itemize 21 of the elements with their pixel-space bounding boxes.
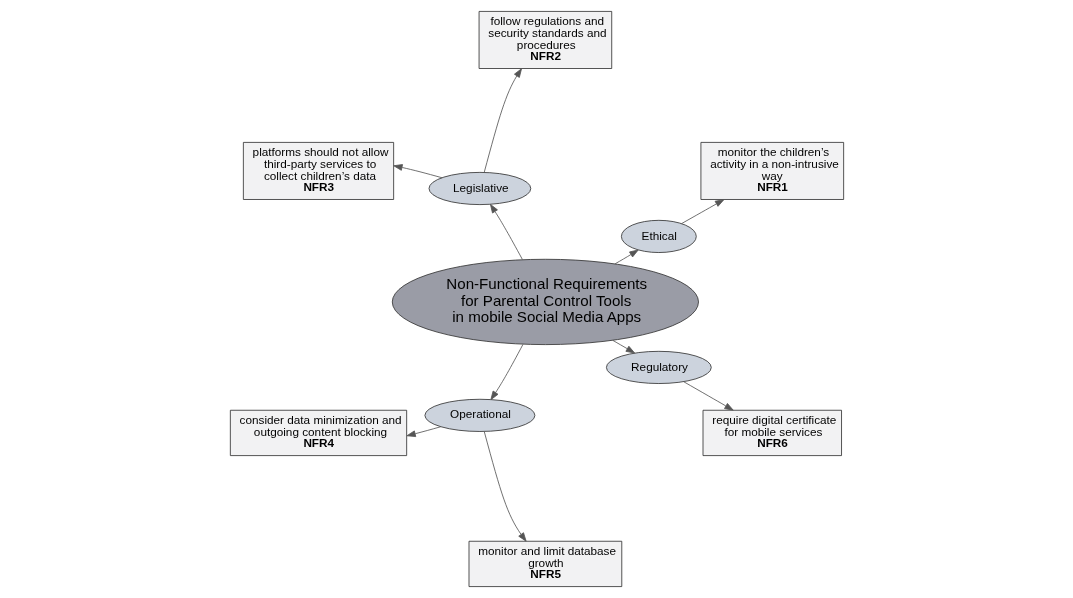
arrow xyxy=(489,203,523,260)
node-box: platforms should not allow third-party services to collect children’s data NFR3 xyxy=(242,142,394,200)
node-box: monitor the children’s activity in a non-intrusive way NFR1 xyxy=(700,142,844,200)
arrow xyxy=(483,68,522,173)
node-ellipse: Legislative xyxy=(428,171,531,205)
arrow xyxy=(483,431,527,542)
node-box: require digital certificate for mobile services NFR6 xyxy=(702,409,842,457)
arrow xyxy=(682,381,734,411)
node-ellipse: Ethical xyxy=(620,219,697,253)
arrow xyxy=(614,249,639,265)
arrow xyxy=(392,164,442,179)
node-box: consider data minimization and outgoing content blocking NFR4 xyxy=(229,409,407,457)
node-ellipse: Non-Functional Requirements for Parental Control Tools in mobile Social Media Apps xyxy=(391,258,699,346)
arrow xyxy=(489,343,523,401)
arrow xyxy=(680,199,724,224)
node-ellipse: Operational xyxy=(423,398,535,432)
arrow xyxy=(612,340,635,354)
arrow xyxy=(406,426,441,438)
node-box: follow regulations and security standards and procedures NFR2 xyxy=(478,11,612,69)
node-box: monitor and limit database growth NFR5 xyxy=(468,540,622,587)
node-ellipse: Regulatory xyxy=(605,350,712,384)
